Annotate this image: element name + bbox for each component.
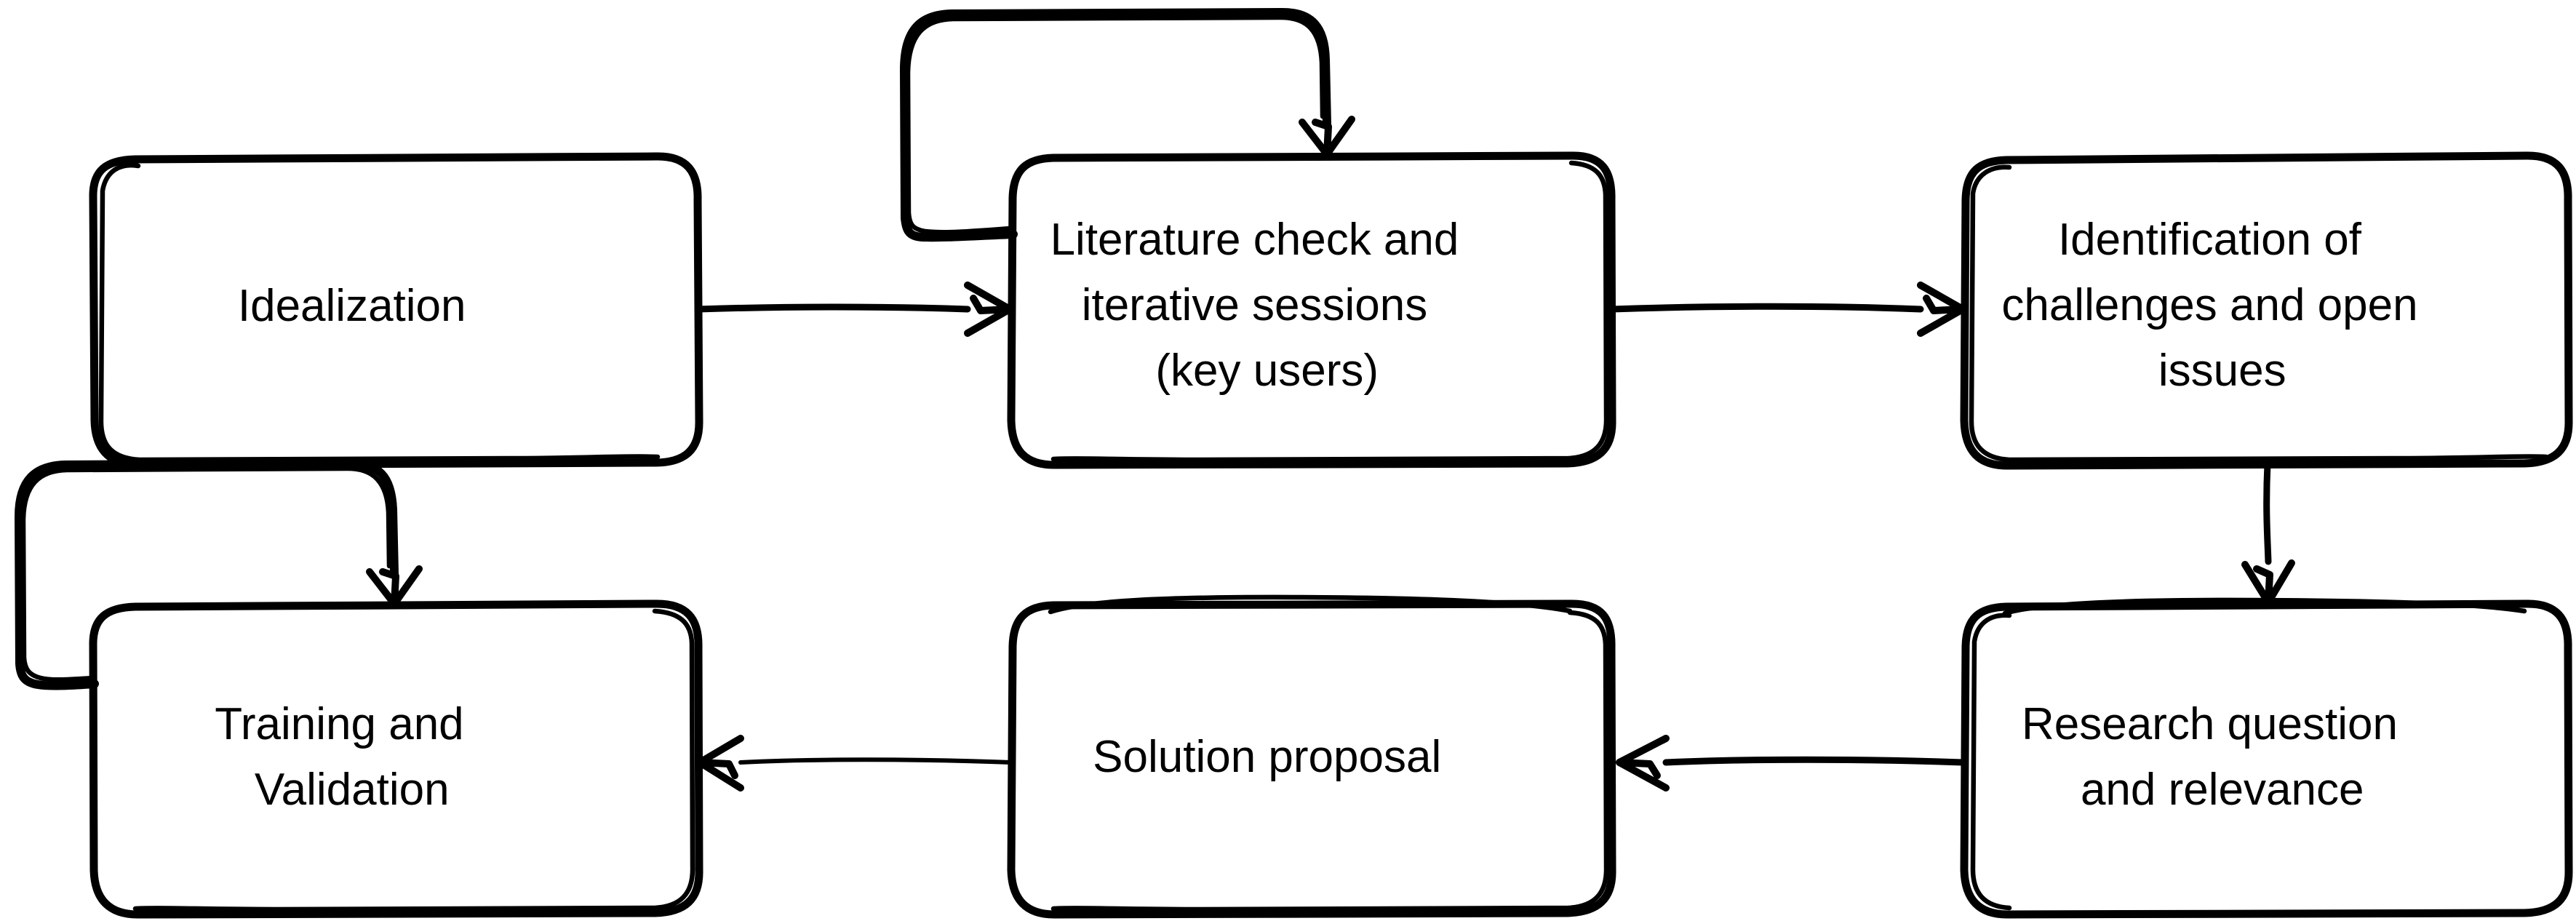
edge-solution-to-training bbox=[696, 735, 1013, 792]
edge-training-self-loop bbox=[15, 458, 423, 690]
node-label-line: issues bbox=[2158, 346, 2286, 396]
node-label-line: Training and bbox=[215, 699, 463, 749]
node-label-line: challenges and open bbox=[2001, 280, 2417, 330]
node-label-line: (key users) bbox=[1155, 346, 1379, 396]
arrow-head-icon bbox=[2253, 565, 2273, 606]
node-label-identification-challenges: Identification of challenges and open is… bbox=[0, 0, 2531, 396]
node-label-line: Solution proposal bbox=[1093, 732, 1441, 782]
node-label-line: Idealization bbox=[238, 281, 466, 331]
node-label-line: Validation bbox=[255, 765, 450, 815]
node-label-line: Literature check and bbox=[1050, 215, 1459, 265]
edge-literature-self-loop bbox=[900, 7, 1355, 242]
edge-identification-to-research bbox=[2241, 460, 2295, 606]
arrow-head-icon bbox=[1616, 759, 1661, 779]
node-label-line: iterative sessions bbox=[1082, 280, 1428, 330]
node-label-research-question: Research question and relevance bbox=[2022, 699, 2398, 815]
node-idealization[interactable]: Idealization bbox=[0, 0, 703, 469]
node-identification-challenges[interactable]: Identification of challenges and open is… bbox=[0, 0, 2573, 470]
node-label-training-validation: Training and Validation bbox=[0, 0, 577, 815]
arrow-head-icon bbox=[696, 759, 738, 779]
arrow-head-icon bbox=[379, 568, 399, 607]
node-label-literature-check: Literature check and iterative sessions … bbox=[0, 0, 1571, 396]
edge-idealization-to-literature bbox=[695, 282, 1013, 337]
arrow-head-icon bbox=[1923, 295, 1966, 314]
node-training-validation[interactable]: Training and Validation bbox=[0, 0, 703, 919]
edge-literature-to-identification bbox=[1608, 282, 1966, 337]
node-label-line: Identification of bbox=[2058, 215, 2362, 265]
node-label-solution-proposal: Solution proposal bbox=[1093, 732, 1441, 782]
edge-research-to-solution bbox=[1616, 735, 1966, 792]
node-label-line: Research question bbox=[2022, 699, 2398, 749]
arrow-head-icon bbox=[1312, 119, 1332, 158]
node-label-line: and relevance bbox=[2081, 765, 2364, 815]
arrow-head-icon bbox=[970, 295, 1013, 314]
node-solution-proposal[interactable]: Solution proposal bbox=[0, 0, 1616, 919]
node-literature-check[interactable]: Literature check and iterative sessions … bbox=[0, 0, 1616, 469]
node-label-idealization: Idealization bbox=[0, 0, 554, 331]
